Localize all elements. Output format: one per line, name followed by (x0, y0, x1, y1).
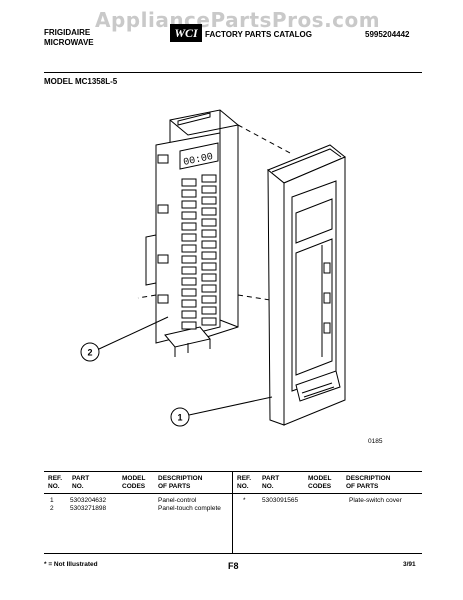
left-header-codes: MODEL CODES (122, 475, 146, 490)
keypad-button (181, 244, 197, 253)
table-row-1-part: 5303204632 (70, 497, 107, 504)
page-number: F8 (228, 561, 239, 571)
callout-2-label: 2 (87, 348, 92, 358)
callout-1-label: 1 (177, 413, 182, 423)
table-row-1-ref: 1 (50, 497, 54, 504)
brand-line-1: FRIGIDAIRE (44, 28, 91, 37)
keypad-button (181, 255, 197, 264)
table-row-3-ref: * (243, 497, 246, 504)
keypad-button (181, 277, 197, 286)
keypad-button (201, 317, 217, 326)
left-header-part: PART NO. (72, 475, 90, 490)
header-rule (44, 72, 422, 73)
keypad-button (181, 321, 197, 330)
keypad-button (201, 218, 217, 227)
keypad-button (181, 178, 197, 187)
keypad-button (181, 299, 197, 308)
keypad-button (181, 211, 197, 220)
callout-1 (170, 407, 190, 427)
left-header-desc: DESCRIPTION OF PARTS (158, 475, 203, 490)
keypad-button (181, 222, 197, 231)
keypad-button (201, 196, 217, 205)
revision-date: 3/91 (403, 561, 416, 568)
brand-line-2: MICROWAVE (44, 38, 94, 47)
table-row-2-part: 5303271898 (70, 505, 107, 512)
keypad-button (201, 284, 217, 293)
table-row-2-ref: 2 (50, 505, 54, 512)
keypad-button (181, 189, 197, 198)
table-row-2-desc: Panel-touch complete (158, 505, 221, 512)
keypad-button (201, 207, 217, 216)
keypad-button (201, 185, 217, 194)
exploded-diagram: 00:00 2 1 (80, 109, 346, 427)
keypad-grid (181, 174, 217, 330)
keypad-button (201, 295, 217, 304)
figure-code: 0185 (368, 438, 383, 445)
right-header-desc: DESCRIPTION OF PARTS (346, 475, 391, 490)
table-divider (232, 471, 233, 553)
table-row-1-desc: Panel-control (158, 497, 197, 504)
keypad-button (201, 273, 217, 282)
keypad-button (181, 310, 197, 319)
logo-text: WCI (174, 26, 199, 40)
keypad-button (201, 174, 217, 183)
keypad-button (181, 266, 197, 275)
catalog-title: FACTORY PARTS CATALOG (205, 30, 312, 39)
keypad-button (201, 251, 217, 260)
keypad-button (201, 262, 217, 271)
table-top-rule (44, 471, 422, 472)
table-row-3-part: 5303091565 (262, 497, 299, 504)
brand-name: FRIGIDAIRE MICROWAVE (44, 28, 94, 48)
keypad-button (201, 229, 217, 238)
right-header-ref: REF. NO. (237, 475, 252, 490)
keypad-button (201, 306, 217, 315)
keypad-button (181, 288, 197, 297)
keypad-button (181, 200, 197, 209)
keypad-button (201, 240, 217, 249)
catalog-number: 5995204442 (365, 30, 410, 39)
wci-logo: WCI (170, 24, 202, 42)
keypad-button (181, 233, 197, 242)
right-header-codes: MODEL CODES (308, 475, 332, 490)
table-header-rule (44, 493, 422, 494)
control-panel-housing (267, 144, 346, 426)
watermark-text: AppliancePartsPros.com (95, 8, 381, 32)
table-bottom-rule (44, 553, 422, 554)
model-number: MODEL MC1358L-5 (44, 77, 118, 86)
left-header-ref: REF. NO. (48, 475, 63, 490)
right-header-part: PART NO. (262, 475, 280, 490)
not-illustrated-note: * = Not Illustrated (44, 561, 98, 568)
table-row-3-desc: Plate-switch cover (349, 497, 402, 504)
callout-2 (80, 342, 100, 362)
